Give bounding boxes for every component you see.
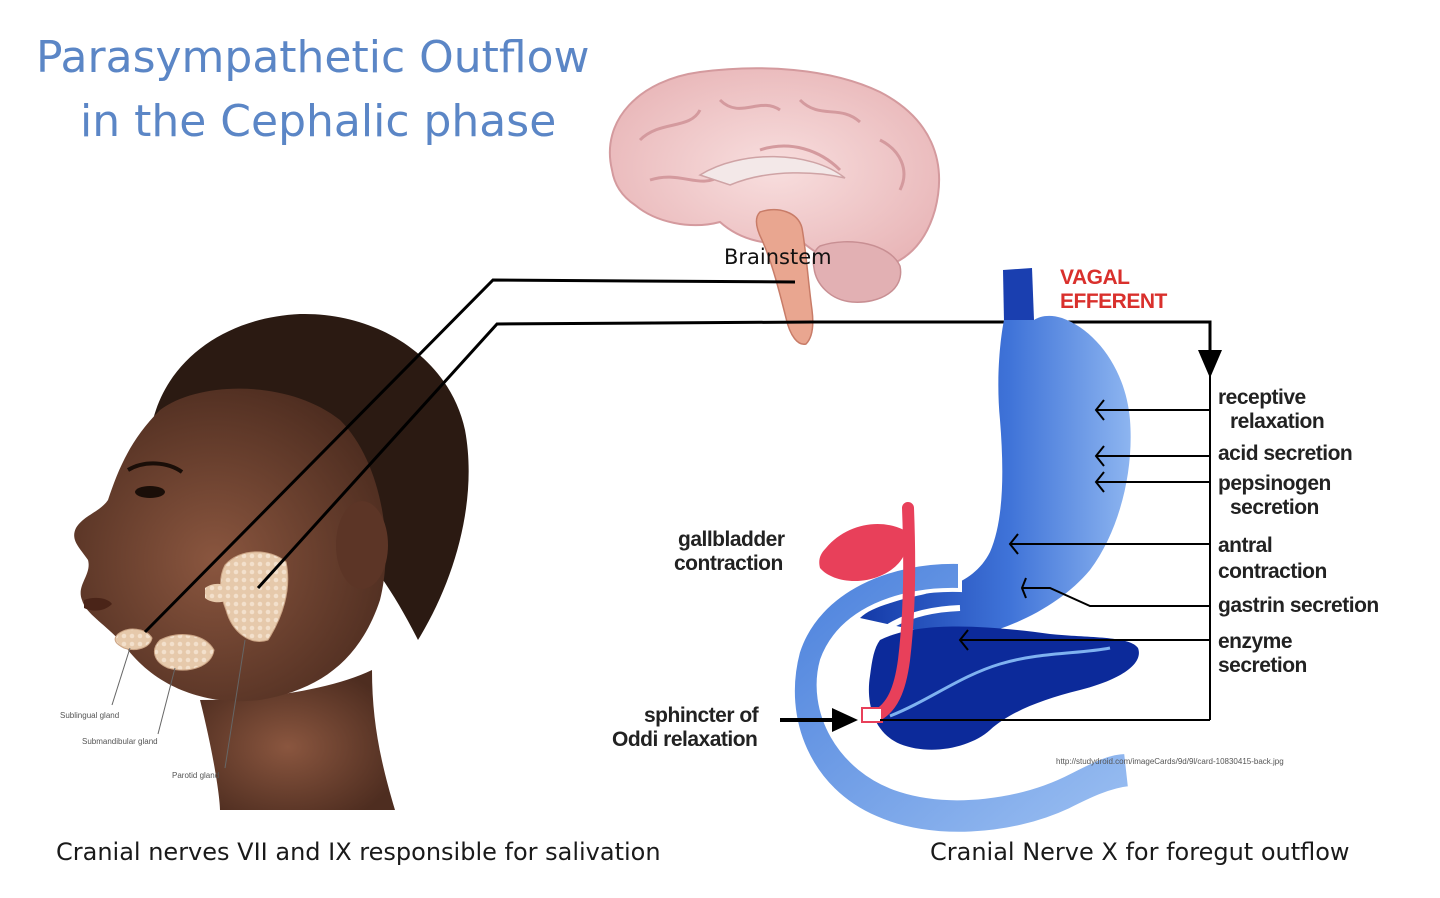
head-illustration: Sublingual gland Submandibular gland Par… — [60, 313, 469, 810]
page-title: Parasympathetic Outflow in the Cephalic … — [36, 26, 656, 154]
branch-antral-fork — [1008, 533, 1019, 555]
branch-gastrin — [1022, 587, 1210, 607]
vagal-label-line-1: VAGAL — [1060, 266, 1130, 289]
nerve-line-ix — [256, 320, 813, 590]
submandibular-gland-label: Submandibular gland — [82, 737, 158, 746]
label-sphincter-1: sphincter of — [644, 704, 760, 727]
oddi-arrowhead — [832, 708, 858, 732]
label-gallbladder-1: gallbladder — [678, 528, 785, 551]
submandibular-gland — [153, 634, 215, 671]
label-pepsinogen-1: pepsinogen — [1218, 472, 1331, 495]
gallbladder — [819, 524, 907, 582]
sublingual-leader — [111, 647, 131, 706]
oddi-sphincter — [861, 707, 883, 723]
label-pepsinogen-2: secretion — [1230, 496, 1319, 519]
label-receptive-2: relaxation — [1230, 410, 1324, 433]
vagal-label-line-2: EFFERENT — [1060, 290, 1168, 313]
title-line-1: Parasympathetic Outflow — [36, 32, 590, 83]
duodenum — [790, 559, 1133, 836]
title-line-2: in the Cephalic phase — [80, 96, 557, 147]
brain-gyri — [638, 98, 906, 191]
caption-left: Cranial nerves VII and IX responsible fo… — [56, 838, 661, 866]
branch-gastrin-fork — [1020, 577, 1027, 599]
label-acid: acid secretion — [1218, 442, 1352, 465]
branch-enzyme-fork — [958, 629, 969, 651]
label-sphincter-2: Oddi relaxation — [612, 728, 757, 751]
neck — [200, 670, 395, 810]
corpus-callosum — [698, 155, 846, 186]
label-receptive-1: receptive — [1218, 386, 1306, 409]
bile-duct — [870, 502, 916, 722]
cerebellum — [812, 241, 902, 303]
label-gastrin: gastrin secretion — [1218, 594, 1379, 617]
caption-right: Cranial Nerve X for foregut outflow — [930, 838, 1350, 866]
vagal-arrowhead — [1198, 350, 1222, 378]
parotid-leader — [224, 639, 246, 769]
lips — [84, 597, 112, 611]
eye — [135, 486, 165, 498]
label-enzyme-2: secretion — [1218, 654, 1307, 677]
nerve-line-x — [812, 320, 1212, 352]
vagal-branches — [880, 399, 1210, 721]
eyebrow — [126, 461, 184, 474]
pancreatic-duct — [889, 646, 1111, 718]
branch-receptive-fork — [1094, 399, 1105, 421]
sublingual-gland-label: Sublingual gland — [60, 711, 119, 720]
sublingual-gland — [114, 628, 153, 651]
label-antral-2: contraction — [1218, 560, 1327, 583]
submandibular-leader — [157, 667, 176, 735]
ear — [336, 501, 388, 589]
stomach-illustration — [790, 268, 1139, 836]
parotid-gland-label: Parotid gland — [172, 771, 219, 780]
branch-pepsinogen-fork — [1094, 471, 1105, 493]
duodenum-inner — [853, 605, 1062, 778]
nerve-line-vii — [143, 278, 796, 634]
label-gallbladder-2: contraction — [674, 552, 783, 575]
nerve-pathways — [143, 278, 1212, 634]
stomach-body — [860, 315, 1131, 640]
esophagus — [1003, 268, 1034, 322]
brain-illustration: Brainstem — [609, 67, 941, 345]
branch-acid-fork — [1094, 445, 1105, 467]
label-antral-1: antral — [1218, 534, 1272, 557]
small-gland-patch — [205, 583, 234, 603]
pancreas — [868, 626, 1139, 750]
brainstem — [755, 208, 814, 345]
source-url: http://studydroid.com/imageCards/9d/9l/c… — [1056, 757, 1284, 766]
brainstem-label: Brainstem — [724, 245, 832, 269]
label-enzyme-1: enzyme — [1218, 630, 1292, 653]
